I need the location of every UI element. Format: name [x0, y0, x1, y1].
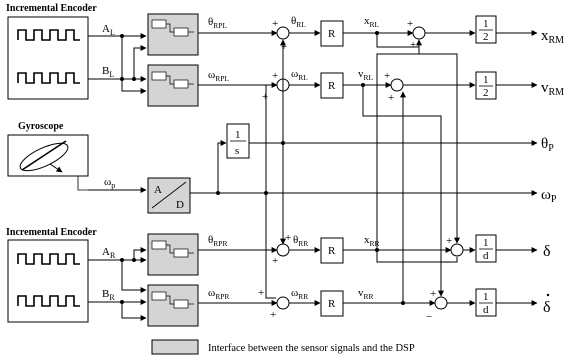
- svg-text:2: 2: [483, 87, 489, 99]
- interface-block-theta-right: [147, 233, 199, 276]
- svg-text:+: +: [272, 255, 278, 267]
- svg-text:+: +: [272, 18, 278, 30]
- svg-text:−: −: [444, 257, 450, 269]
- half-block-x: [475, 15, 497, 44]
- svg-text:d: d: [483, 304, 489, 316]
- label-v-rl: vRL: [358, 68, 374, 82]
- interface-block-omega-left: [147, 64, 199, 107]
- label-theta-rpr: θRPR: [208, 234, 227, 248]
- label-x-rl: xRL: [364, 15, 380, 29]
- label-omega-rpr: ωRPR: [208, 287, 229, 301]
- encoder-bottom-title: Incremental Encoder: [6, 227, 97, 238]
- output-delta-dot: δ: [543, 299, 551, 316]
- output-delta: δ: [543, 243, 551, 260]
- output-omega-p: ωP: [541, 187, 557, 205]
- svg-text:+: +: [262, 91, 268, 103]
- sum-x-top: [412, 26, 426, 40]
- encoder-bottom-signal-b: [17, 295, 80, 307]
- output-v-rm: vRM: [541, 80, 564, 98]
- sum-v-top: [390, 78, 404, 92]
- svg-text:A: A: [154, 184, 162, 196]
- output-x-rm: xRM: [541, 28, 564, 46]
- svg-text:s: s: [235, 145, 239, 157]
- encoder-top-signal-b: [17, 72, 80, 84]
- gyro-title: Gyroscope: [18, 121, 64, 132]
- encoder-top-b-label: BL: [102, 65, 114, 79]
- interface-block-omega-right: [147, 284, 199, 327]
- svg-text:1: 1: [483, 18, 489, 30]
- encoder-bottom-signal-a: [17, 253, 80, 265]
- label-x-rr: xRR: [364, 234, 380, 248]
- svg-text:+: +: [430, 288, 436, 300]
- svg-text:−: −: [426, 311, 432, 323]
- svg-text:+: +: [285, 232, 291, 244]
- svg-text:1: 1: [483, 74, 489, 86]
- svg-text:2: 2: [483, 31, 489, 43]
- svg-text:+: +: [388, 92, 394, 104]
- encoder-top-a-label: AL: [102, 23, 115, 37]
- svg-text:1: 1: [483, 237, 489, 249]
- svg-text:1: 1: [235, 129, 241, 141]
- svg-text:+: +: [281, 41, 287, 53]
- label-theta-rpl: θRPL: [208, 16, 227, 30]
- encoder-bottom-a-label: AR: [102, 246, 116, 260]
- sum-theta-left: [276, 26, 290, 40]
- svg-text:R: R: [328, 80, 336, 92]
- svg-text:+: +: [410, 39, 416, 51]
- sum-omega-right: [276, 296, 290, 310]
- svg-text:R: R: [328, 245, 336, 257]
- svg-text:1: 1: [483, 291, 489, 303]
- encoder-top-title: Incremental Encoder: [6, 3, 97, 14]
- svg-text:+: +: [446, 235, 452, 247]
- svg-text:+: +: [384, 70, 390, 82]
- legend-swatch: [151, 339, 199, 355]
- svg-text:d: d: [483, 250, 489, 262]
- encoder-bottom-box: [7, 239, 89, 323]
- encoder-top-signal-a: [17, 29, 80, 41]
- svg-text:+: +: [407, 18, 413, 30]
- svg-text:+: +: [270, 309, 276, 321]
- sum-theta-right: [276, 243, 290, 257]
- label-v-rr: vRR: [358, 287, 374, 301]
- gyro-icon: [19, 142, 69, 172]
- svg-text:+: +: [258, 287, 264, 299]
- gyro-omega-label: ωp: [104, 176, 115, 190]
- sum-delta: [450, 243, 464, 257]
- label-omega-rl: ωRL: [291, 68, 308, 82]
- svg-text:+: +: [272, 70, 278, 82]
- gyro-box: [7, 134, 89, 177]
- output-theta-p: θP: [541, 136, 554, 154]
- svg-text:R: R: [328, 28, 336, 40]
- label-omega-rr: ωRR: [291, 287, 308, 301]
- svg-text:D: D: [176, 199, 184, 211]
- label-theta-rl: θRL: [291, 15, 306, 29]
- svg-text:R: R: [328, 298, 336, 310]
- label-omega-rpl: ωRPL: [208, 69, 229, 83]
- label-theta-rr: θRR: [293, 234, 308, 248]
- sum-delta-dot: [434, 296, 448, 310]
- d-block-delta: [475, 234, 497, 263]
- encoder-bottom-b-label: BR: [102, 288, 115, 302]
- legend-text: Interface between the sensor signals and…: [208, 343, 415, 354]
